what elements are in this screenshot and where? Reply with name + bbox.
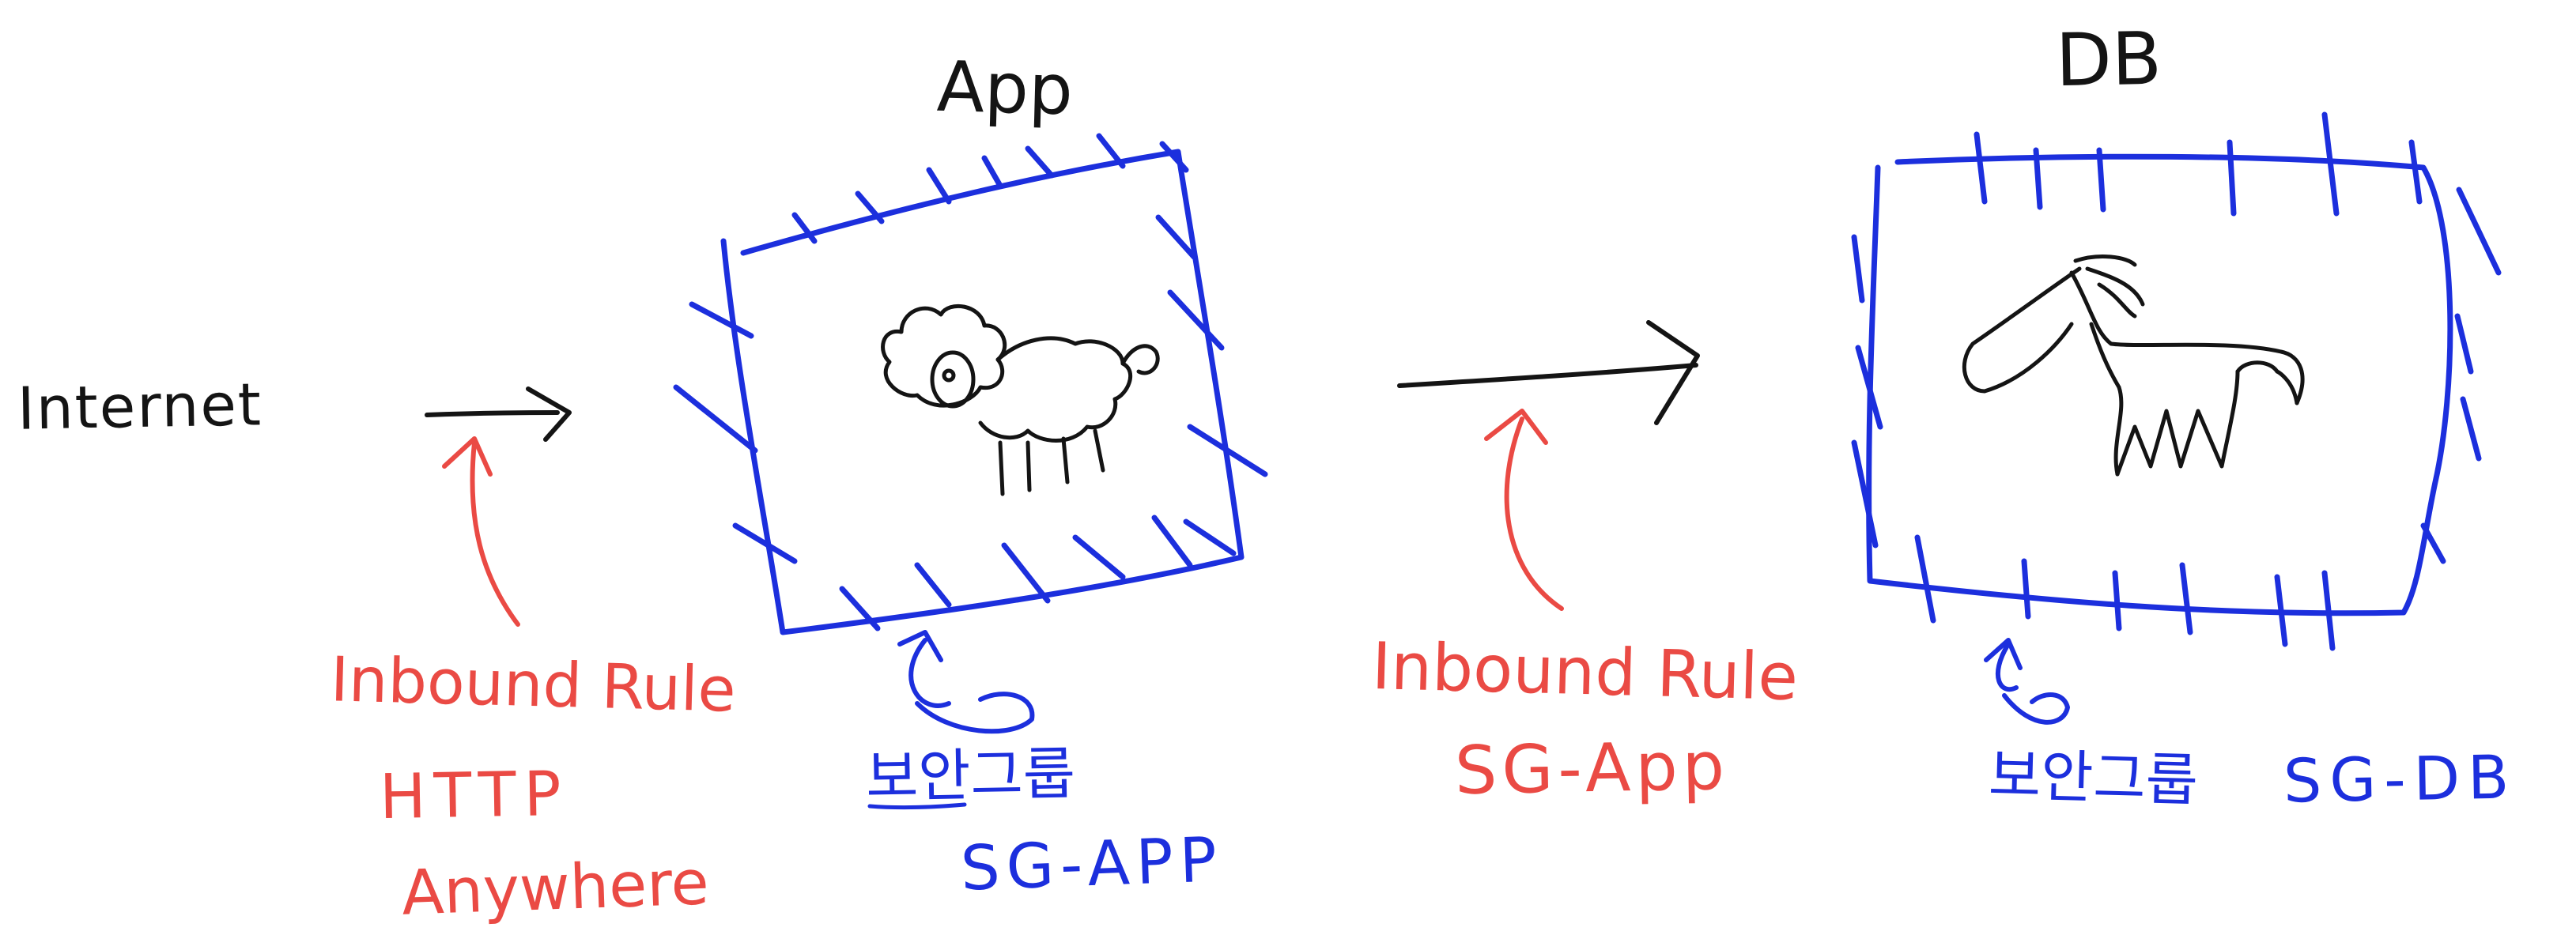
app-sg-pointer	[897, 630, 1035, 734]
db-sg-pointer	[1984, 638, 2070, 725]
left-rule-protocol: HTTP	[379, 758, 570, 834]
left-rule-title: Inbound Rule	[329, 644, 737, 726]
app-to-db-arrow	[1397, 320, 1700, 425]
db-title: DB	[2055, 16, 2162, 104]
right-rule-source: SG-App	[1454, 726, 1730, 810]
db-sg-name: 보안그룹	[1987, 741, 2200, 814]
app-title: App	[935, 45, 1075, 131]
db-security-group-box	[1851, 111, 2502, 651]
db-sg-id: SG-DB	[2283, 741, 2517, 816]
left-rule-pointer	[442, 436, 520, 627]
right-rule-title: Inbound Rule	[1370, 628, 1800, 716]
right-rule-pointer	[1484, 409, 1564, 611]
app-sg-id: SG-APP	[959, 824, 1225, 905]
sheep-icon	[881, 303, 1160, 496]
app-sg-name: 보안그룹	[865, 740, 1076, 811]
internet-arrow	[425, 386, 572, 442]
app-sg-underline	[867, 802, 967, 810]
left-rule-source: Anywhere	[400, 847, 710, 929]
internet-label: Internet	[17, 371, 263, 443]
horse-icon	[1962, 254, 2305, 477]
app-security-group-box	[673, 133, 1268, 635]
